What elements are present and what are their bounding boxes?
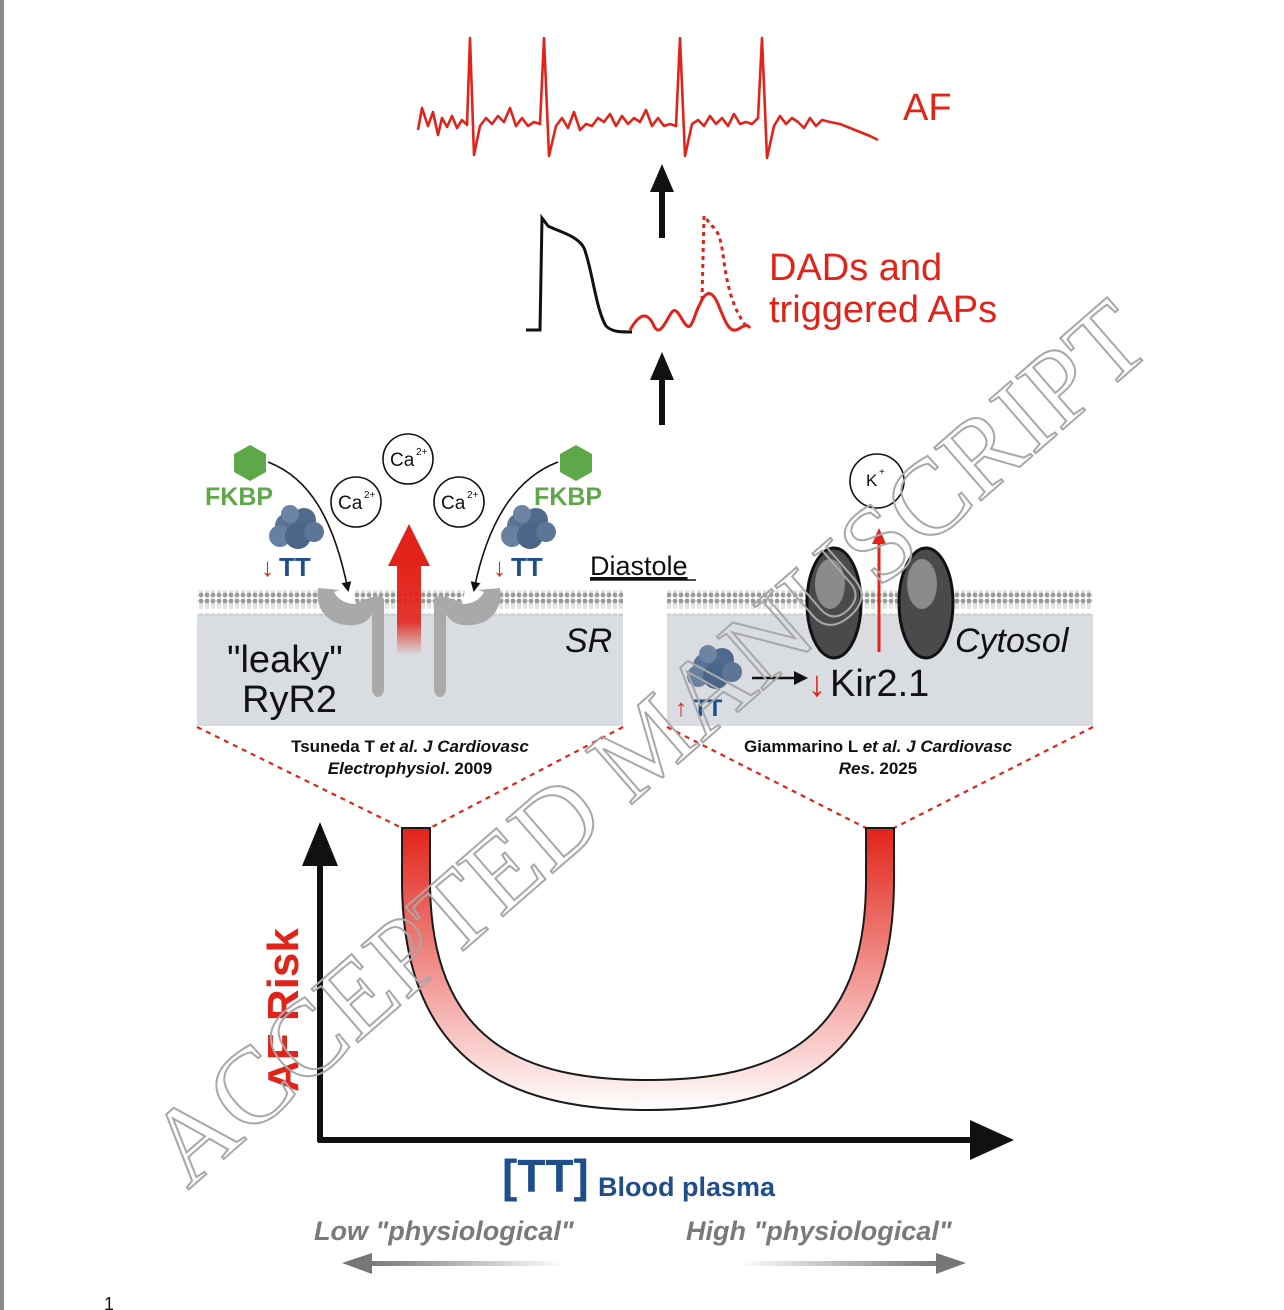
kir2-1-label: Kir2.1 <box>830 663 929 705</box>
page-border <box>0 0 4 1310</box>
x-axis <box>318 1120 1014 1160</box>
k-ion: K + <box>849 453 905 509</box>
af-risk-u-curve <box>401 827 895 1112</box>
reference-left-line1: Tsuneda T et al. J Cardiovasc <box>291 737 529 756</box>
k-ion-charge: + <box>879 467 885 478</box>
tt-down-arrow-left: ↓ <box>261 552 274 582</box>
ca-ion-left: Ca 2+ <box>330 476 382 528</box>
cytosol-label: Cytosol <box>955 622 1070 660</box>
af-label: AF <box>903 87 952 129</box>
page-number: 1 <box>104 1294 114 1310</box>
tt-down-arrow-right: ↓ <box>493 552 506 582</box>
kir2-1-channel-right <box>897 546 955 660</box>
tt-molecule-kir-icon <box>687 645 742 689</box>
fkbp-label-left: FKBP <box>205 483 273 511</box>
ca-ion-left-charge: 2+ <box>364 490 376 501</box>
tt-molecule-left-icon <box>269 505 324 549</box>
x-axis-label-main: [TT] <box>502 1150 589 1202</box>
fkbp-label-right: FKBP <box>534 483 602 511</box>
triggered-ap-dotted-trace <box>700 211 748 327</box>
potassium-efflux-arrow-icon <box>872 528 886 652</box>
middle-arrow-icon <box>650 352 674 425</box>
zoom-dashed-lines <box>196 726 1094 829</box>
calcium-leak-arrow-icon <box>388 524 430 655</box>
dads-label-line2: triggered APs <box>769 289 997 331</box>
ca-ion-top-label: Ca <box>390 450 415 471</box>
low-physiological-label: Low "physiological" <box>314 1216 575 1246</box>
ca-ion-top: Ca 2+ <box>382 433 434 485</box>
sr-label: SR <box>565 622 612 660</box>
ca-ion-right-label: Ca <box>441 493 466 514</box>
k-ion-label: K <box>866 471 878 490</box>
diastole-label: Diastole <box>590 551 688 581</box>
fkbp-hexagon-right-icon <box>560 445 592 481</box>
fkbp-binding-arrow-right <box>470 461 559 592</box>
reference-right-line1: Giammarino L et al. J Cardiovasc <box>744 737 1013 756</box>
high-direction-arrow-icon <box>740 1253 966 1274</box>
tt-label-kir: TT <box>693 695 723 722</box>
accepted-manuscript-watermark: ACCEPTED MANUSCRIPT <box>126 278 1171 1208</box>
action-potential-trace <box>526 213 633 334</box>
kir2-1-channel-left <box>805 546 863 660</box>
tt-to-kir-arrow-icon <box>752 671 808 685</box>
x-axis-label-sub: Blood plasma <box>598 1172 776 1202</box>
y-axis <box>302 822 338 1142</box>
ryr2-label-line1: "leaky" <box>227 639 343 681</box>
fkbp-hexagon-left-icon <box>234 445 266 481</box>
upper-arrow-icon <box>650 164 674 238</box>
tt-label-left: TT <box>279 552 311 582</box>
reference-right-line2: Res. 2025 <box>839 759 917 778</box>
ca-ion-top-charge: 2+ <box>416 447 428 458</box>
dads-label-line1: DADs and <box>769 247 942 289</box>
af-ecg-trace <box>416 36 879 160</box>
ca-ion-right-charge: 2+ <box>467 490 479 501</box>
kir-down-arrow: ↓ <box>808 663 826 704</box>
ryr2-label-line2: RyR2 <box>242 679 337 721</box>
y-axis-label: AF Risk <box>259 928 308 1092</box>
low-direction-arrow-icon <box>342 1253 564 1274</box>
tt-molecule-right-icon <box>501 505 556 549</box>
ca-ion-right: Ca 2+ <box>433 476 485 528</box>
dad-trace <box>628 292 752 332</box>
reference-left-line2: Electrophysiol. 2009 <box>328 759 492 778</box>
tt-label-right: TT <box>511 552 543 582</box>
tt-up-arrow-kir: ↑ <box>675 695 687 722</box>
ca-ion-left-label: Ca <box>338 493 363 514</box>
fkbp-binding-arrow-left <box>267 461 352 592</box>
high-physiological-label: High "physiological" <box>686 1216 953 1246</box>
